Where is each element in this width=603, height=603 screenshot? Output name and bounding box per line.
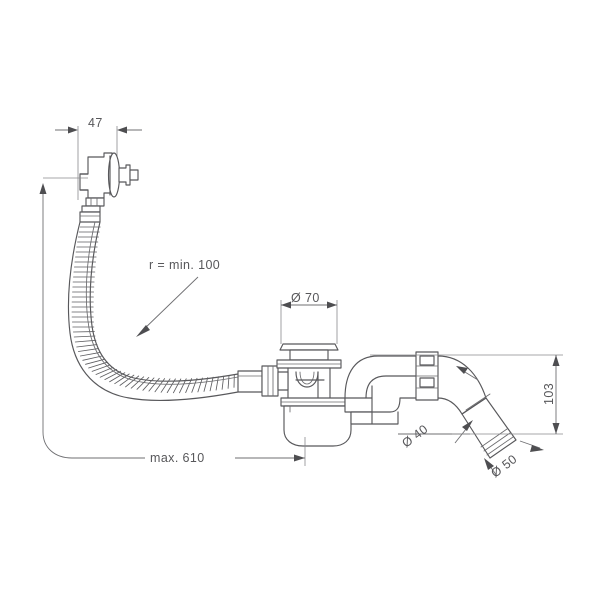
dimension-width-47: 47 bbox=[55, 116, 142, 200]
dimension-length-max-610: max. 610 bbox=[39, 177, 306, 466]
dimension-label-diameter-70: Ø 70 bbox=[291, 291, 320, 305]
dimension-label-47: 47 bbox=[88, 116, 103, 130]
dimension-diameter-70: Ø 70 bbox=[280, 291, 338, 344]
dimension-label-radius: r = min. 100 bbox=[149, 258, 220, 272]
dimension-label-max-610: max. 610 bbox=[150, 451, 205, 465]
hose-corrugation-ribs bbox=[71, 226, 235, 394]
dimension-label-103: 103 bbox=[542, 383, 556, 405]
dimension-radius-min-100: r = min. 100 bbox=[136, 258, 220, 337]
dimension-height-103: 103 bbox=[370, 354, 563, 435]
corrugated-flexible-hose bbox=[67, 221, 279, 401]
overflow-control-head bbox=[79, 152, 139, 223]
leader-arrow-outlet-pipe bbox=[456, 366, 479, 381]
waste-strainer-flange bbox=[276, 343, 342, 369]
trap-siphon-body bbox=[277, 367, 373, 447]
dimension-label-diameter-40: Ø 40 bbox=[399, 422, 430, 450]
angled-outlet-spigot bbox=[461, 393, 517, 459]
dimension-diameter-40: Ø 40 bbox=[398, 420, 473, 450]
outlet-elbow-pipe bbox=[344, 351, 487, 425]
